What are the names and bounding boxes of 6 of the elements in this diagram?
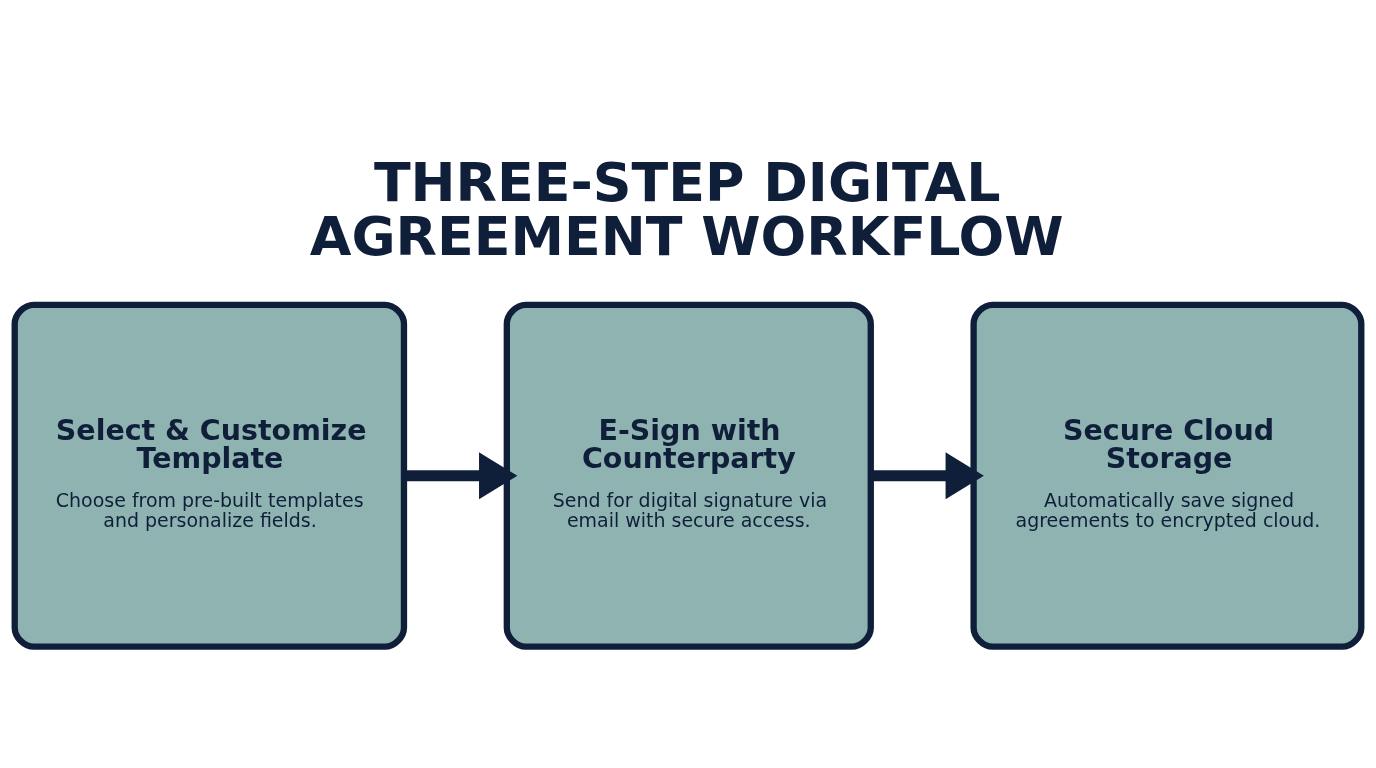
- arrow: [870, 452, 984, 500]
- diagram-title: THREE-STEP DIGITAL AGREEMENT WORKFLOW: [309, 150, 1064, 268]
- node-box: Secure Cloud Storage Automatically save signed agreements to encrypted cloud.: [970, 301, 1365, 650]
- node-box: Select & Customize Template Choose from pre-built templates and personalize fields.: [11, 301, 408, 650]
- node-box: E-Sign with Counterparty Send for digital signature via email with secure access.: [503, 301, 874, 650]
- arrow: [404, 452, 518, 500]
